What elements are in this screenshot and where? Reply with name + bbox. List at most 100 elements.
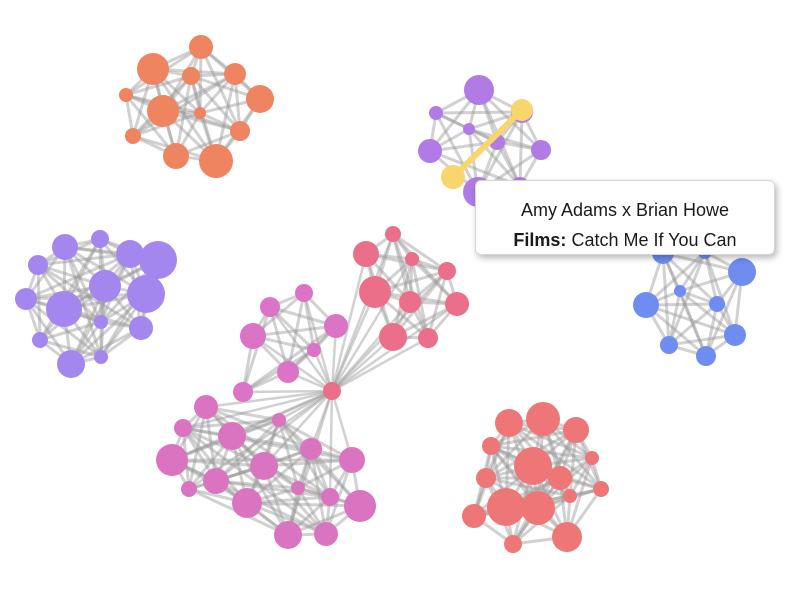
orange-node[interactable] [147,95,179,127]
hub-node[interactable] [323,382,341,400]
graph-edge[interactable] [678,289,737,337]
graph-edge[interactable] [568,456,594,498]
purple-node[interactable] [463,123,475,135]
violet-node[interactable] [116,240,144,268]
graph-edge[interactable] [704,270,744,358]
graph-edge[interactable] [426,269,449,340]
magenta-node[interactable] [295,284,313,302]
graph-edge[interactable] [174,74,193,158]
graph-edge[interactable] [703,250,737,337]
graph-edge[interactable] [262,389,334,468]
graph-edge[interactable] [507,421,603,491]
graph-edge[interactable] [391,232,430,340]
graph-edge[interactable] [36,263,42,342]
graph-edge[interactable] [703,250,719,306]
salmon-node[interactable] [563,417,589,443]
magenta-node[interactable] [233,382,253,402]
graph-edge[interactable] [24,297,103,359]
graph-edge[interactable] [214,479,300,490]
pink-node[interactable] [399,291,421,313]
graph-edge[interactable] [38,320,103,342]
graph-edge[interactable] [181,426,328,536]
blue-node[interactable] [728,258,756,286]
graph-edge[interactable] [181,426,354,462]
rose-node[interactable] [232,488,262,518]
graph-edge[interactable] [472,421,511,518]
pink-node[interactable] [418,328,438,348]
graph-edge[interactable] [241,324,338,394]
graph-edge[interactable] [330,257,414,393]
blue-node[interactable] [709,296,725,312]
orange-node[interactable] [119,88,133,102]
graph-edge[interactable] [241,305,272,394]
magenta-node[interactable] [260,297,280,317]
pink-node[interactable] [445,292,469,316]
graph-edge[interactable] [391,232,459,306]
rose-node[interactable] [250,452,278,480]
graph-edge[interactable] [268,305,334,393]
graph-edge[interactable] [309,447,328,536]
rose-node[interactable] [344,490,376,522]
graph-edge[interactable] [204,389,334,409]
salmon-node[interactable] [593,481,609,497]
orange-node[interactable] [163,143,189,169]
blue-node[interactable] [633,292,659,318]
graph-edge[interactable] [450,107,525,180]
graph-edge[interactable] [245,501,362,508]
salmon-node[interactable] [526,402,560,436]
salmon-node[interactable] [482,437,500,455]
graph-edge[interactable] [302,291,334,393]
graph-edge[interactable] [511,428,578,546]
graph-edge[interactable] [204,405,332,499]
salmon-node[interactable] [521,491,555,525]
graph-edge[interactable] [124,93,242,133]
purple-node[interactable] [464,75,494,105]
rose-node[interactable] [272,413,286,427]
purple-node[interactable] [531,140,551,160]
orange-node[interactable] [189,35,213,59]
violet-node[interactable] [15,288,37,310]
violet-node[interactable] [52,234,78,260]
orange-node[interactable] [182,67,200,85]
graph-edge[interactable] [181,426,249,505]
graph-edge[interactable] [181,389,334,430]
purple-node[interactable] [418,139,442,163]
orange-node[interactable] [137,53,169,85]
graph-edge[interactable] [518,110,524,188]
graph-edge[interactable] [678,289,708,358]
salmon-node[interactable] [495,409,523,437]
graph-edge[interactable] [330,252,368,393]
purple-node[interactable] [429,106,443,120]
salmon-node[interactable] [462,504,486,528]
salmon-node[interactable] [585,451,599,465]
graph-edge[interactable] [489,444,569,539]
orange-node[interactable] [199,144,233,178]
rose-node[interactable] [339,447,365,473]
pink-node[interactable] [353,241,379,267]
salmon-node[interactable] [504,535,522,553]
graph-edge[interactable] [214,479,332,499]
graph-edge[interactable] [330,232,395,393]
graph-edge[interactable] [467,127,522,188]
graph-edge[interactable] [644,250,707,307]
violet-node[interactable] [28,255,48,275]
violet-node[interactable] [91,230,109,248]
graph-edge[interactable] [667,333,737,347]
violet-node[interactable] [57,350,85,378]
graph-edge[interactable] [63,245,103,324]
orange-node[interactable] [230,121,250,141]
graph-edge[interactable] [230,389,334,438]
graph-edge[interactable] [268,305,316,352]
rose-node[interactable] [218,422,246,450]
graph-edge[interactable] [644,303,737,337]
graph-edge[interactable] [286,291,306,374]
violet-node[interactable] [127,275,165,313]
rose-node[interactable] [156,444,188,476]
pink-node[interactable] [379,323,407,351]
violet-node[interactable] [32,332,48,348]
rose-node[interactable] [194,395,218,419]
graph-edge[interactable] [328,389,334,499]
pink-node[interactable] [385,226,401,242]
pink-node[interactable] [359,276,391,308]
graph-edge[interactable] [667,250,707,347]
